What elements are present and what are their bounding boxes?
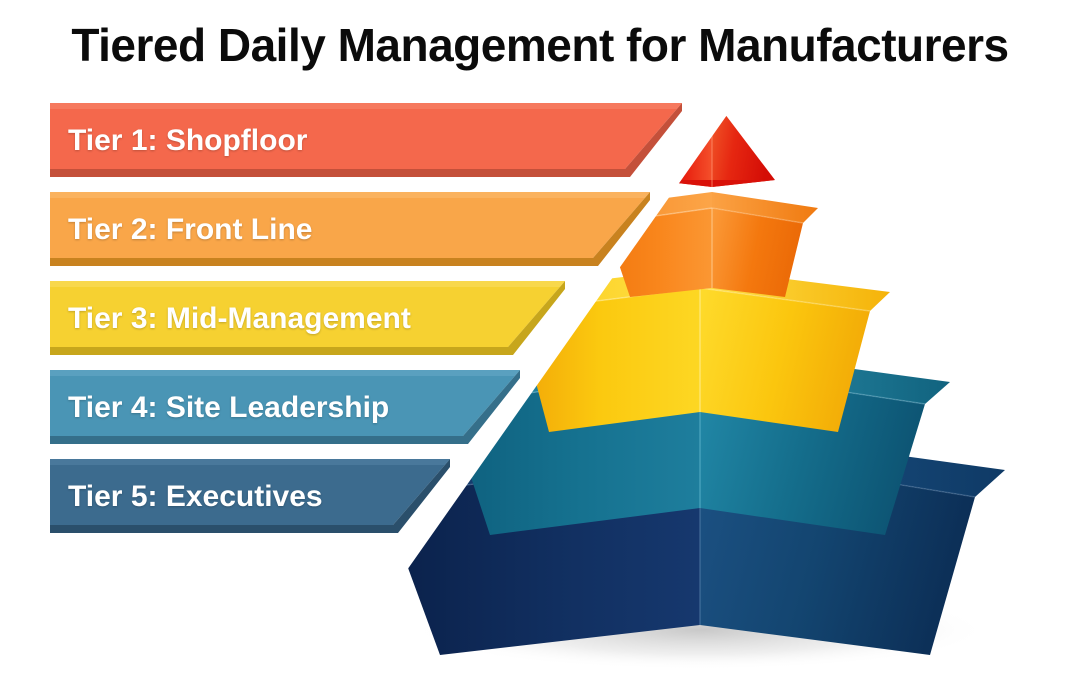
tier-banner-2[interactable]: Tier 2: Front Line [50,192,650,268]
tier-banner-5[interactable]: Tier 5: Executives [50,459,450,535]
tier-banner-1[interactable]: Tier 1: Shopfloor [50,103,682,179]
tier-banner-4[interactable]: Tier 4: Site Leadership [50,370,520,446]
tier-banner-3-label: Tier 3: Mid-Management [68,302,411,335]
page-title: Tiered Daily Management for Manufacturer… [71,19,1009,71]
tier-banner-4-label: Tier 4: Site Leadership [68,391,390,424]
tier-banner-3[interactable]: Tier 3: Mid-Management [50,281,565,357]
tier-banner-1-label: Tier 1: Shopfloor [68,124,308,157]
tier-banner-2-label: Tier 2: Front Line [68,213,313,246]
tier-banner-5-label: Tier 5: Executives [68,480,323,513]
